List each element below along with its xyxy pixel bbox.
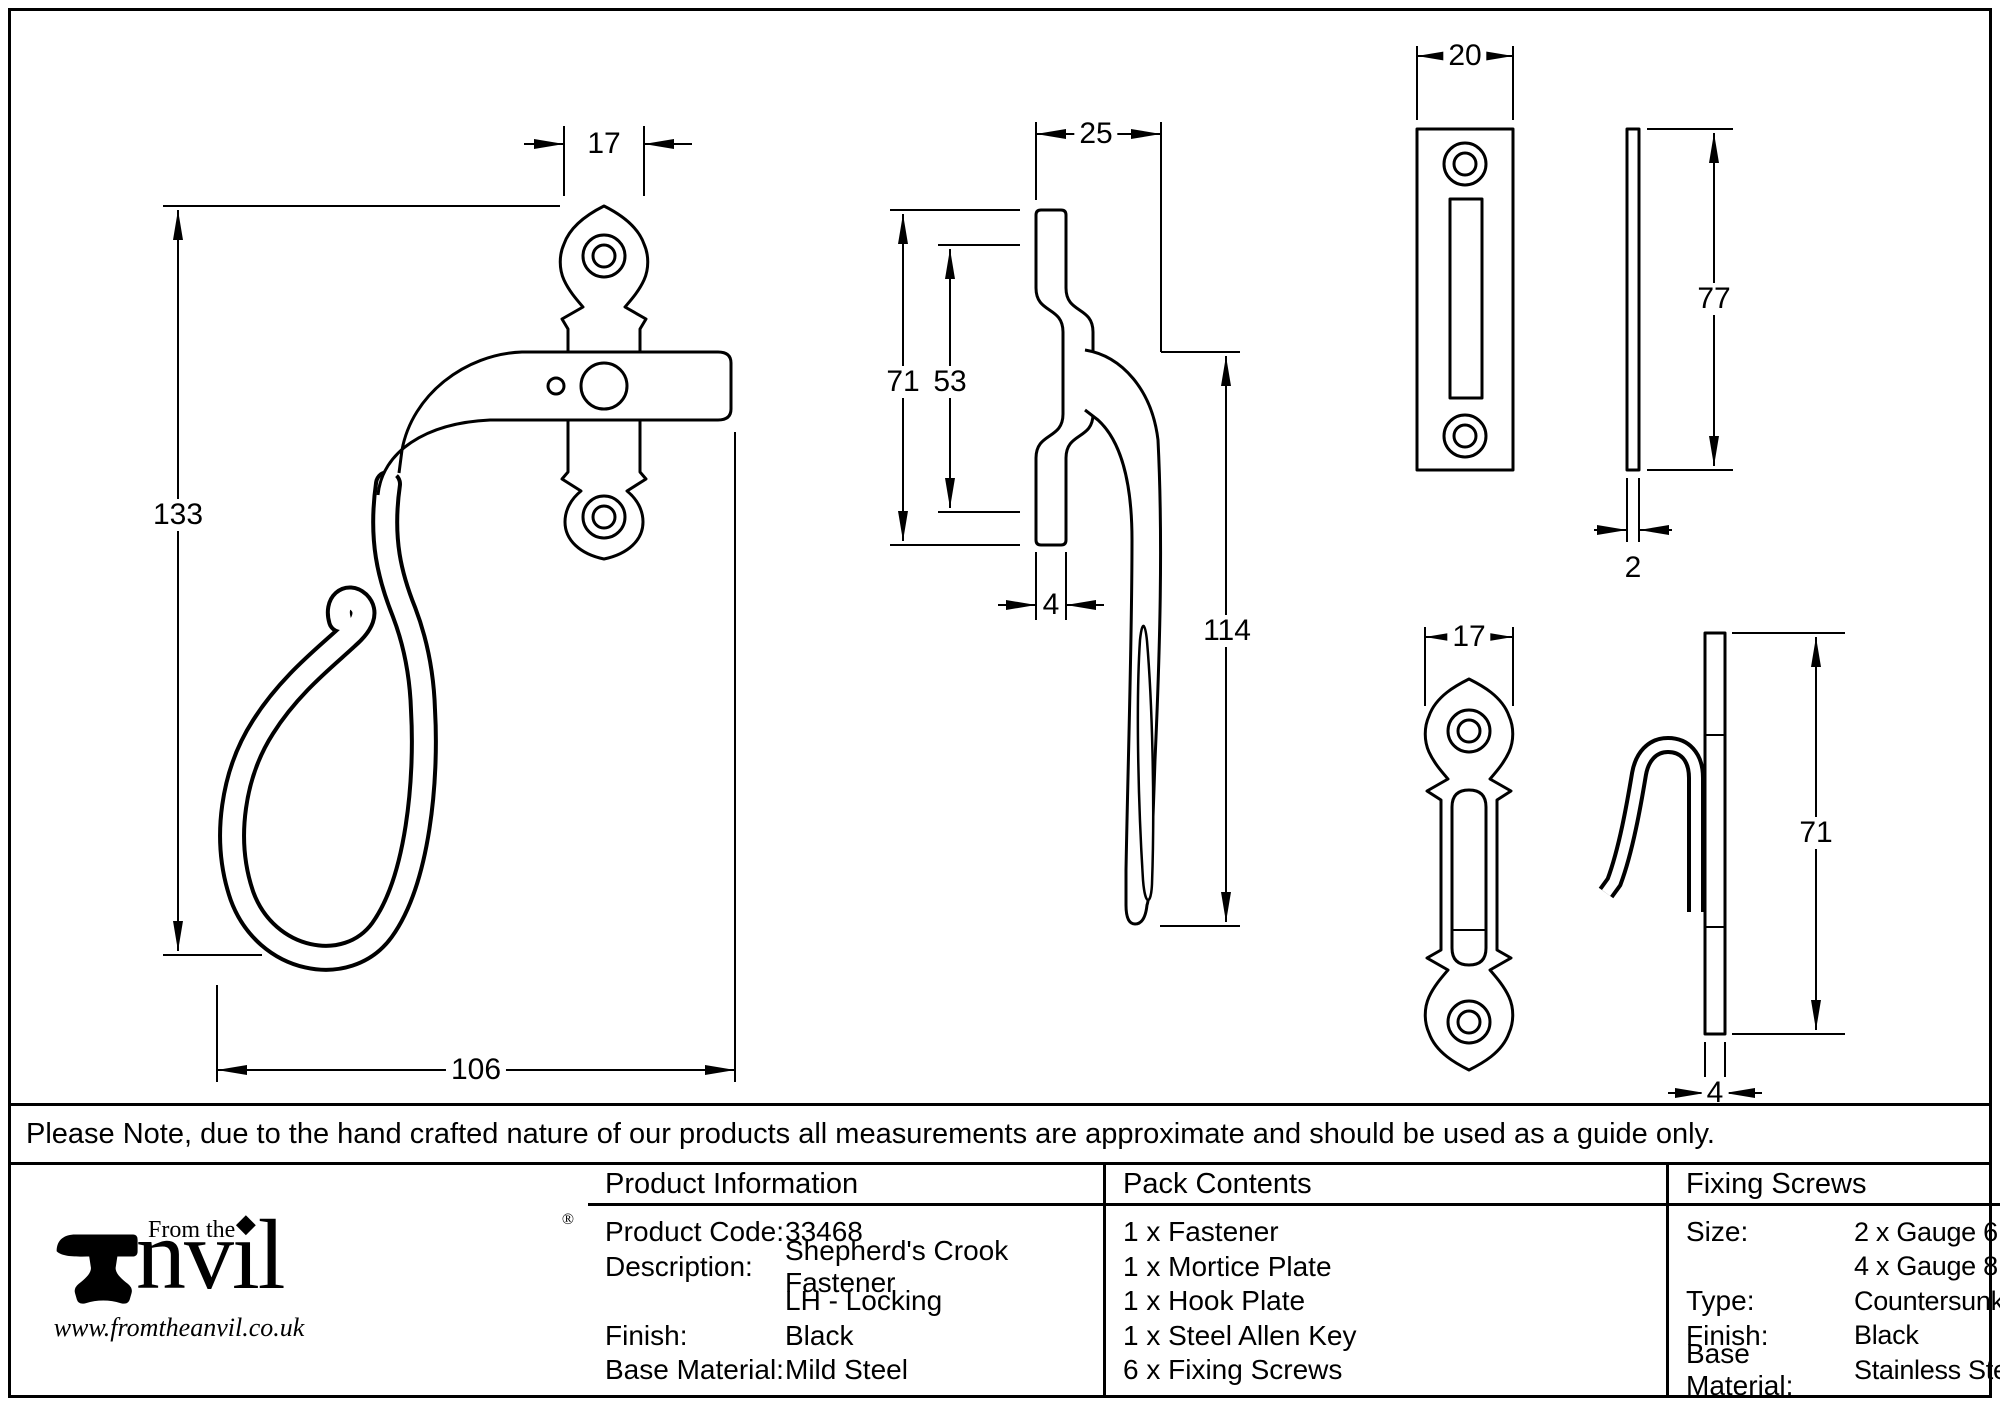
logo-tagline: From the [148,1217,236,1243]
dim-fastener-plate-width: 17 [582,128,626,160]
brand-logo: From the ® nvı◆l www.fromtheanvil.co.uk [8,1165,588,1398]
row-label: Finish: [605,1319,688,1351]
table-row: Product Code:33468 [605,1215,1103,1250]
header-fixing-screws: Fixing Screws [1669,1165,2000,1206]
row-value: Stainless Steel [1854,1354,2000,1385]
row-label: Base Material: [605,1354,784,1386]
dim-side-depth: 25 [1074,118,1118,150]
row-value: Countersunk [1854,1285,2000,1316]
mortice-plate-view [1415,46,1733,542]
fixing-screws-cell: Size: 2 x Gauge 6 x 1/2” (3.5mm x 13mm) 4… [1669,1206,2000,1401]
list-item: 1 x Mortice Plate [1123,1250,1332,1282]
table-row: Description: Shepherd's Crook Fastener [605,1235,1103,1298]
page-border [8,8,1992,1398]
diamond-icon: ◆ [235,1209,256,1238]
row-label: Description: [605,1250,753,1282]
table-row: LH - Locking [605,1284,1103,1319]
dim-hook-height: 71 [1794,817,1838,849]
row-value: Shepherd's Crook Fastener [785,1234,1009,1298]
row-value: 33468 [785,1216,863,1248]
row-value: 2 x Gauge 6 x 1/2” (3.5mm x 13mm) [1854,1216,2000,1247]
row-label: Type: [1686,1285,1755,1317]
header-pack-contents: Pack Contents [1106,1165,1669,1206]
hook-plate-view [1423,627,1845,1103]
table-row: Finish: Black [1686,1319,2000,1354]
registered-mark: ® [561,1211,574,1228]
dim-side-thickness: 4 [1037,589,1065,621]
dim-side-slot-height: 53 [928,366,972,398]
row-label: Finish: [1686,1319,1769,1351]
measurement-note: Please Note, due to the hand crafted nat… [8,1106,1992,1165]
technical-drawing [163,46,1845,1103]
list-item: 1 x Fastener [1123,1216,1279,1248]
dim-mortice-height: 77 [1692,283,1736,315]
row-value: LH - Locking [785,1285,943,1317]
row-value: Black [785,1319,854,1351]
table-row: Base Material: Stainless Steel [1686,1338,2000,1401]
logo-brand-text: nvı◆l [136,1205,286,1305]
list-item: 1 x Steel Allen Key [1123,1319,1357,1351]
row-label: Size: [1686,1216,1749,1248]
header-product-information: Product Information [588,1165,1106,1206]
fastener-side-view [890,122,1240,927]
dim-mortice-width: 20 [1443,40,1487,72]
dim-hook-width: 17 [1447,621,1491,653]
dim-fastener-height: 133 [147,499,209,531]
table-row: Finish: Black [605,1319,1103,1354]
row-value: Black [1854,1320,1919,1351]
row-label: Base Material: [1686,1338,1794,1402]
pack-contents-cell: 1 x Fastener 1 x Mortice Plate 1 x Hook … [1106,1206,1669,1398]
brand-nv: nv [136,1199,234,1310]
dim-fastener-length: 106 [445,1054,507,1086]
anvil-icon [56,1234,138,1304]
dim-mortice-thickness: 2 [1619,552,1647,584]
list-item: 6 x Fixing Screws [1123,1354,1343,1386]
row-value: Mild Steel [785,1354,908,1386]
product-information-cell: Product Code:33468 Description: Shepherd'… [588,1206,1106,1398]
dim-side-plate-height: 71 [881,366,925,398]
brand-i: ı◆ [232,1205,260,1305]
brand-l: l [257,1199,286,1310]
brand-i-letter: ı [232,1199,260,1310]
table-row: Base Material:Mild Steel [605,1353,1103,1388]
logo-website: www.fromtheanvil.co.uk [53,1313,305,1342]
fastener-front-view [163,126,736,1082]
table-row: Size: 2 x Gauge 6 x 1/2” (3.5mm x 13mm) [1686,1215,2000,1250]
row-label: Product Code: [605,1216,784,1248]
table-row: Type: Countersunk [1686,1284,2000,1319]
row-value: 4 x Gauge 8 x 3/4” (4mm x 19mm) [1854,1251,2000,1282]
dim-side-handle-drop: 114 [1198,615,1256,647]
list-item: 1 x Hook Plate [1123,1285,1306,1317]
table-row: 4 x Gauge 8 x 3/4” (4mm x 19mm) [1686,1250,2000,1285]
info-table: Please Note, due to the hand crafted nat… [8,1103,2000,1401]
